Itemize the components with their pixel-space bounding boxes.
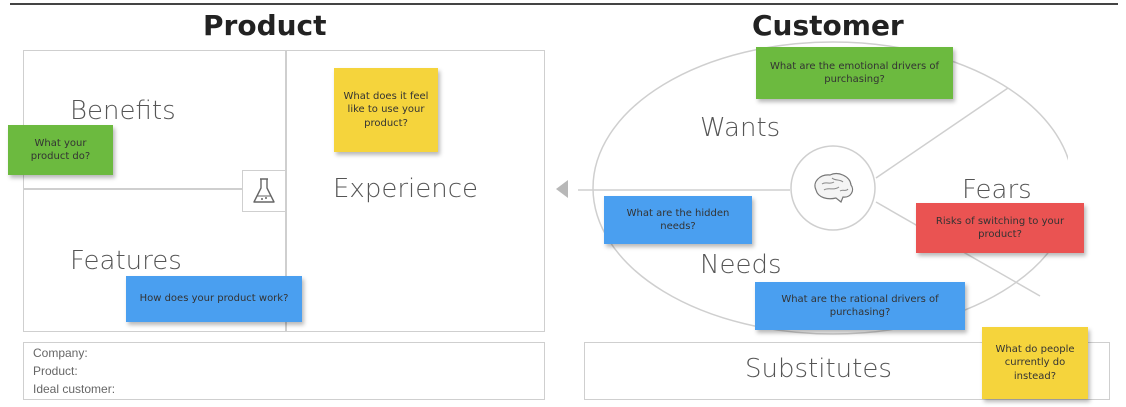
features-label: Features	[70, 246, 182, 276]
substitutes-label: Substitutes	[745, 354, 892, 384]
substitutes-sticky-note: What do people currently do instead?	[982, 327, 1088, 399]
flask-icon	[242, 170, 286, 212]
wants-sticky-note: What are the emotional drivers of purcha…	[756, 47, 953, 99]
ideal-customer-line: Ideal customer:	[33, 382, 116, 396]
top-rule	[10, 3, 1118, 5]
wants-label: Wants	[700, 113, 781, 143]
arrow-left-icon	[556, 180, 568, 198]
customer-title: Customer	[752, 9, 904, 42]
rational-needs-sticky-note: What are the rational drivers of purchas…	[755, 282, 965, 330]
features-sticky-note: How does your product work?	[126, 276, 302, 322]
benefits-sticky-note: What your product do?	[8, 125, 113, 175]
company-info-box	[23, 342, 545, 400]
fears-sticky-note: Risks of switching to your product?	[916, 203, 1084, 253]
brain-icon	[808, 168, 858, 213]
hidden-needs-sticky-note: What are the hidden needs?	[604, 196, 752, 244]
product-title: Product	[203, 9, 327, 42]
benefits-label: Benefits	[70, 96, 176, 126]
product-line: Product:	[33, 364, 78, 378]
product-horizontal-divider	[24, 188, 286, 190]
needs-label: Needs	[700, 250, 782, 280]
experience-label: Experience	[333, 174, 478, 204]
experience-sticky-note: What does it feel like to use your produ…	[334, 68, 438, 152]
company-line: Company:	[33, 346, 88, 360]
fears-label: Fears	[962, 175, 1032, 205]
